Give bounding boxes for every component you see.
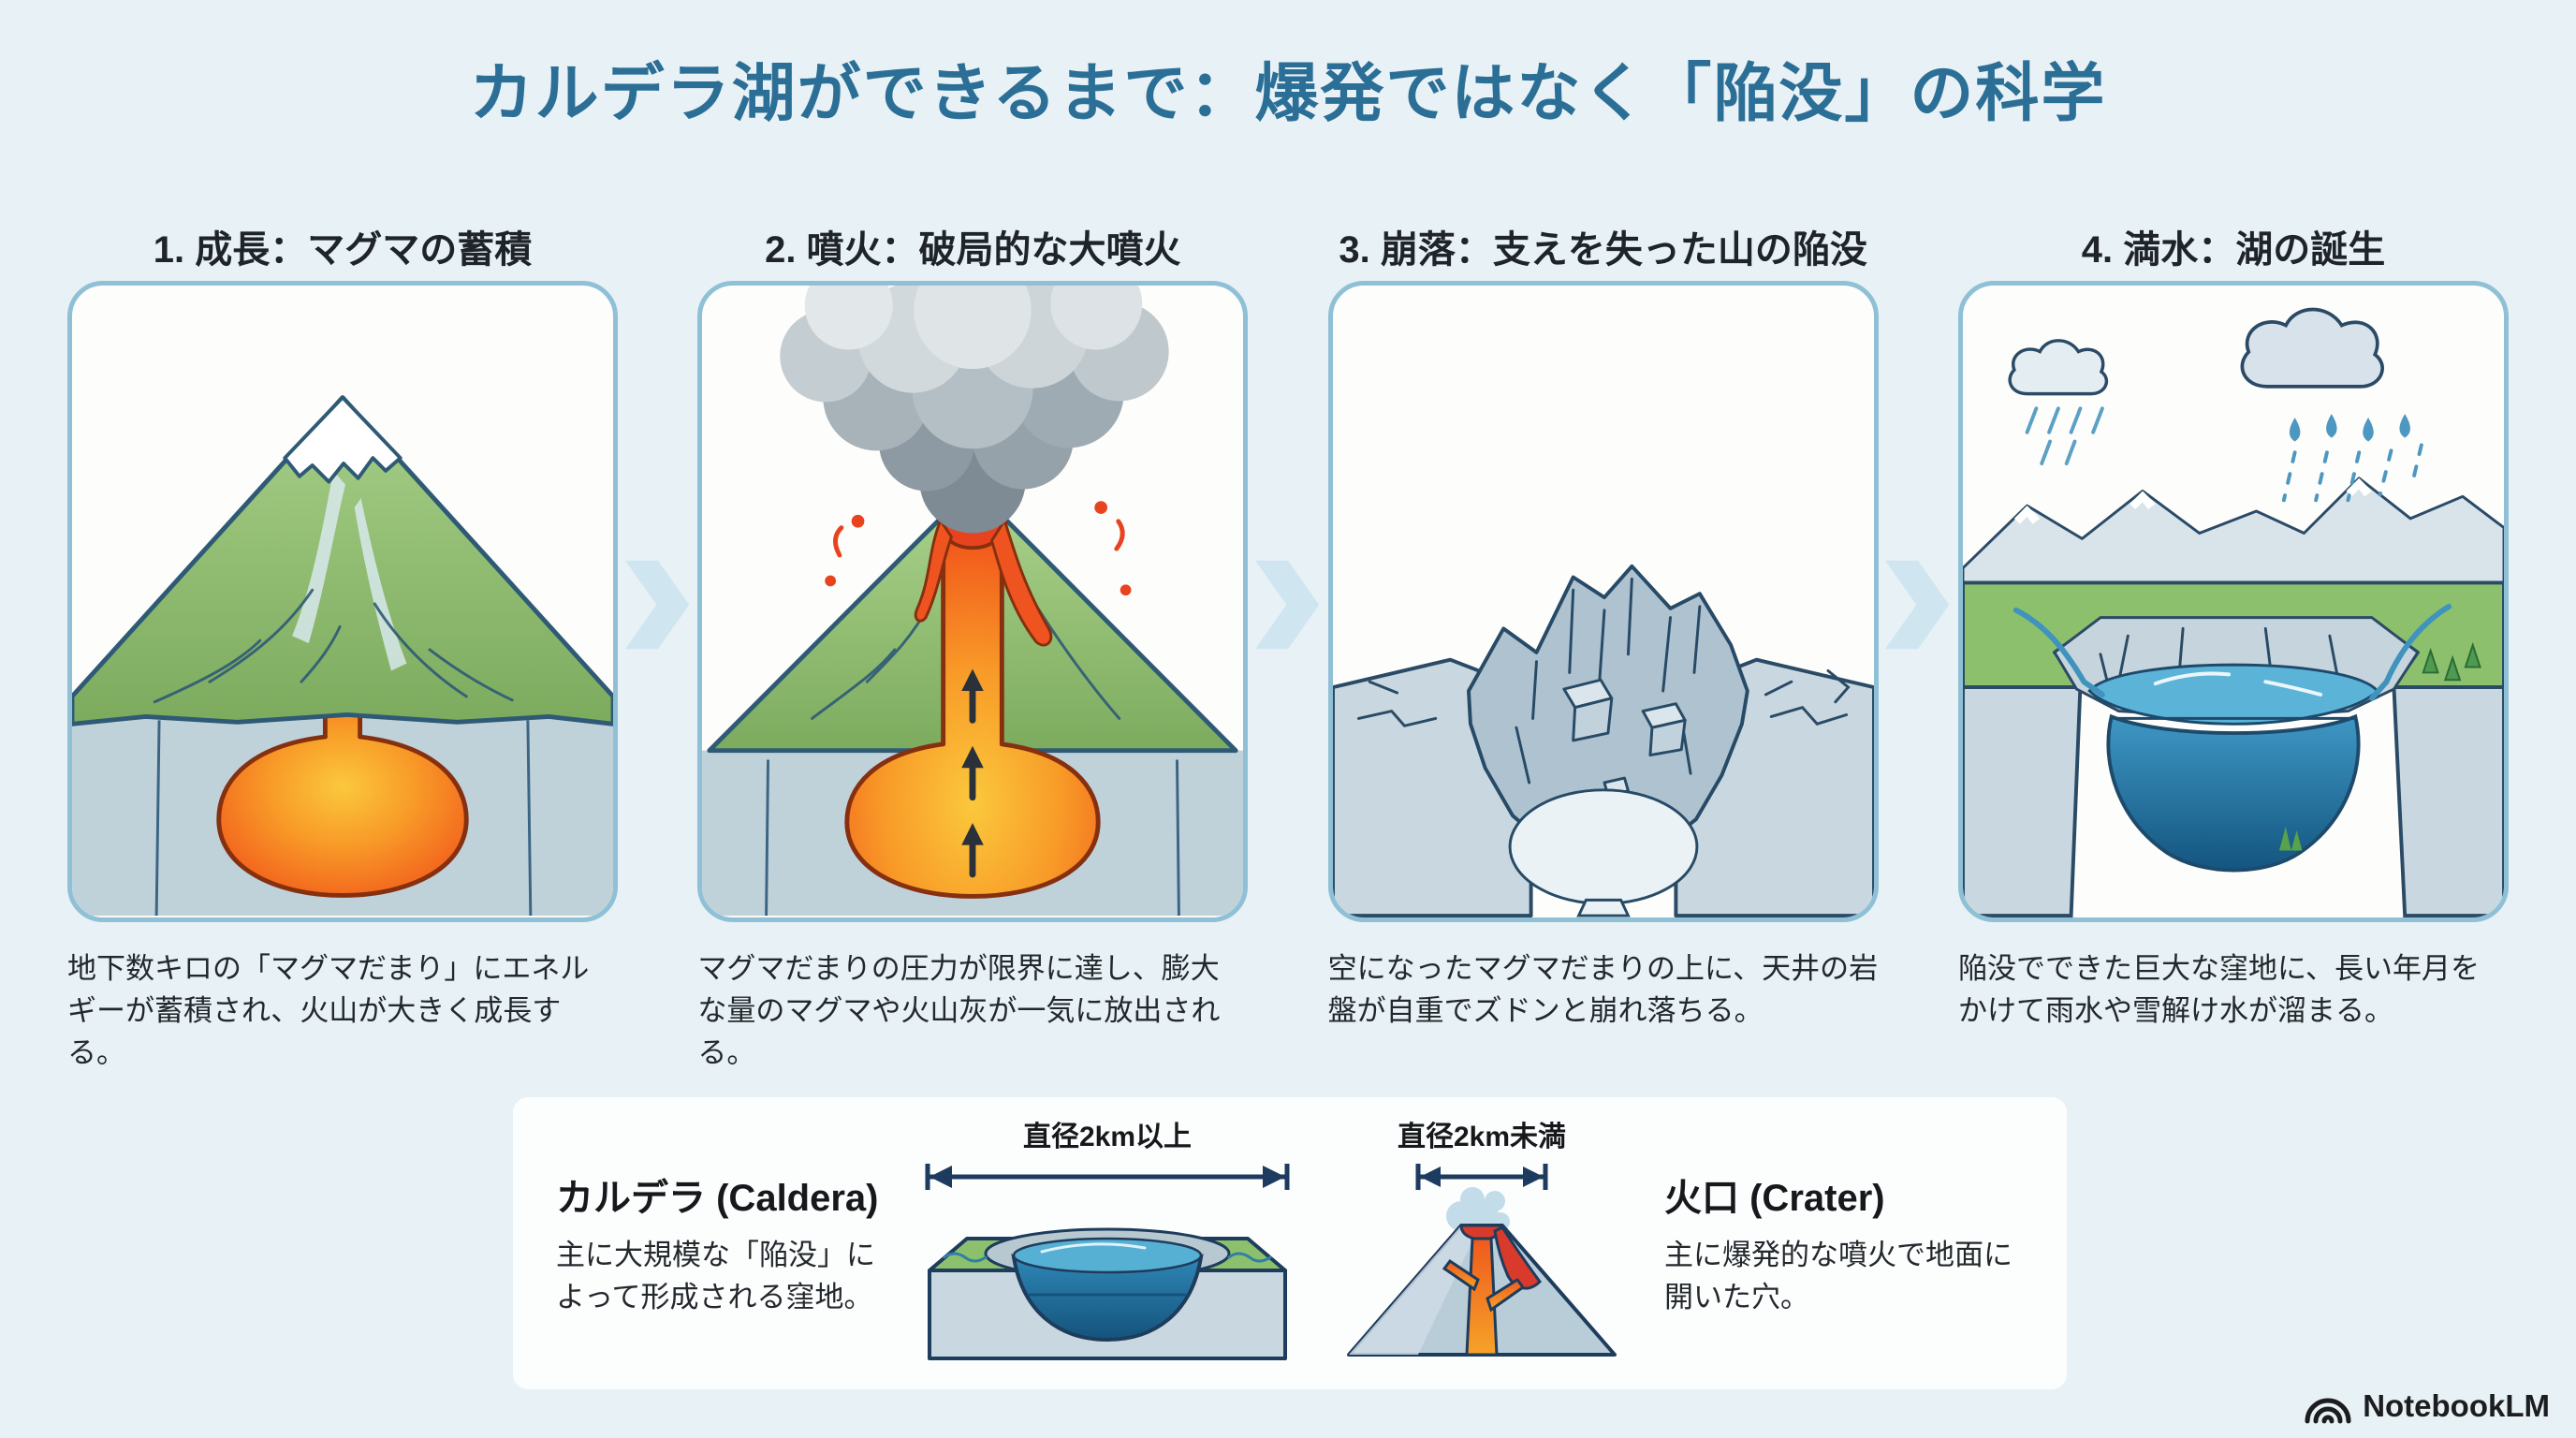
- lava-flow-right: [990, 517, 1053, 647]
- chevron-right-icon: [624, 560, 689, 650]
- underground-right: [2392, 685, 2504, 917]
- brand-watermark: NotebookLM: [2303, 1387, 2550, 1425]
- caldera-lake-illustration: [1962, 307, 2504, 917]
- step-arrow-2: [1248, 549, 1327, 661]
- lake-surface: [2087, 663, 2379, 726]
- comparison-box: カルデラ (Caldera) 主に大規模な「陥没」によって形成される窪地。 直径…: [513, 1097, 2067, 1389]
- caldera-diagram: 直径2km以上: [887, 1113, 1327, 1373]
- caldera-description: 主に大規模な「陥没」によって形成される窪地。: [556, 1239, 875, 1313]
- step-1-growth: 1. 成長：マグマの蓄積: [67, 212, 618, 1075]
- crater-conduit: [1465, 1237, 1499, 1357]
- step-3-panel: [1327, 281, 1879, 922]
- inflow-streams: [2012, 603, 2452, 701]
- step-2-caption: マグマだまりの圧力が限界に達し、膨大な量のマグマや火山灰が一気に放出される。: [697, 952, 1221, 1069]
- crater-diagram: 直径2km未満: [1327, 1113, 1636, 1373]
- step-1-panel: [67, 281, 618, 922]
- caldera-cross-section: [925, 1164, 1290, 1360]
- caldera-term: カルデラ (Caldera): [556, 1178, 879, 1220]
- chevron-right-icon: [1885, 560, 1950, 650]
- underground-left: [1962, 685, 2083, 917]
- step-3-caption: 空になったマグマだまりの上に、天井の岩盤が自重でズドンと崩れ落ちる。: [1327, 952, 1879, 1027]
- step-3-heading: 3. 崩落：支えを失った山の陥没: [1339, 229, 1867, 271]
- steps-row: 1. 成長：マグマの蓄積: [67, 212, 2509, 1075]
- upward-arrows: [961, 668, 985, 878]
- step-4-heading: 4. 満水：湖の誕生: [2081, 229, 2386, 271]
- chevron-right-icon: [1254, 560, 1320, 650]
- caldera-dimension-label: 直径2km以上: [1022, 1122, 1193, 1152]
- step-2-eruption: 2. 噴火：破局的な大噴火: [697, 212, 1249, 1075]
- crater-cross-section: [1347, 1164, 1617, 1357]
- smoke-plume-icon: [780, 286, 1169, 534]
- crater-dimension-label: 直径2km未満: [1397, 1122, 1567, 1152]
- volcano-growth-illustration: [72, 395, 613, 917]
- page-title: カルデラ湖ができるまで：爆発ではなく「陥没」の科学: [469, 58, 2107, 129]
- dimension-arrow: [1415, 1164, 1548, 1190]
- step-1-caption: 地下数キロの「マグマだまり」にエネルギーが蓄積され、火山が大きく成長する。: [67, 952, 590, 1069]
- step-arrow-1: [618, 549, 697, 661]
- step-3-collapse: 3. 崩落：支えを失った山の陥没: [1327, 212, 1879, 1033]
- brand-name: NotebookLM: [2363, 1388, 2550, 1423]
- crater-description: 主に爆発的な噴火で地面に開いた穴。: [1664, 1239, 2012, 1313]
- step-1-heading: 1. 成長：マグマの蓄積: [153, 229, 533, 271]
- step-2-heading: 2. 噴火：破局的な大噴火: [765, 229, 1181, 271]
- step-arrow-3: [1879, 549, 1958, 661]
- summit-collapse-illustration: [1332, 564, 1874, 917]
- lake-underwater: [2106, 713, 2361, 873]
- snow-cap: [283, 395, 402, 484]
- crater-term: 火口 (Crater): [1664, 1178, 1885, 1220]
- lake-grass: [2278, 827, 2303, 851]
- rain-cloud-icon: [2008, 339, 2109, 466]
- step-4-lake: 4. 満水：湖の誕生: [1957, 212, 2509, 1033]
- lava-flow-left: [915, 517, 954, 623]
- step-2-panel: [697, 281, 1249, 922]
- rain-cloud-icon: [2240, 307, 2423, 503]
- surface-cracks: [1356, 668, 1851, 727]
- crater-definition: 火口 (Crater) 主に爆発的な噴火で地面に開いた穴。: [1636, 1167, 2039, 1319]
- trees: [2422, 641, 2481, 682]
- step-4-caption: 陥没でできた巨大な窪地に、長い年月をかけて雨水や雪解け水が溜まる。: [1957, 952, 2481, 1027]
- green-mountain: [72, 395, 613, 726]
- step-4-panel: [1957, 281, 2509, 922]
- empty-magma-chamber: [1508, 788, 1699, 905]
- background-mountains: [1962, 477, 2504, 597]
- dimension-arrow: [925, 1164, 1290, 1190]
- lava-bombs: [825, 501, 1132, 596]
- magma-chamber: [216, 696, 469, 898]
- caldera-definition: カルデラ (Caldera) 主に大規模な「陥没」によって形成される窪地。: [513, 1167, 887, 1319]
- notebooklm-logo-icon: [2305, 1398, 2351, 1424]
- catastrophic-eruption-illustration: [702, 286, 1244, 917]
